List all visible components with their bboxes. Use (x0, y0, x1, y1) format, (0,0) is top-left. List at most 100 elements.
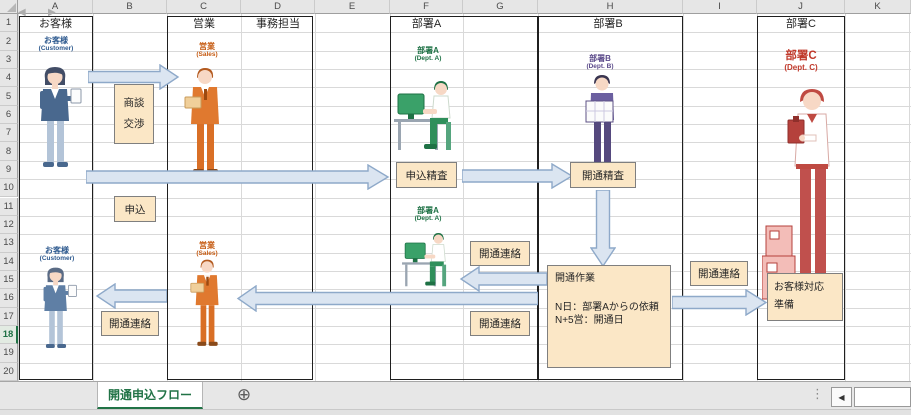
column-header-K[interactable]: K (845, 0, 911, 14)
customer-person-illustration-2[interactable] (30, 266, 82, 361)
dept-a-worker-illustration-2[interactable] (396, 226, 456, 299)
lane-label-dept-a: 部署A (411, 18, 442, 30)
caption-customer-1: お客様 (Customer) (38, 36, 74, 53)
row-header-13[interactable]: 13 (0, 234, 18, 253)
sheet-nav-right-icon[interactable]: ▶ (48, 7, 56, 18)
lane-dept-b[interactable] (538, 16, 683, 380)
row-header-15[interactable]: 15 (0, 270, 18, 290)
gridline (18, 325, 911, 327)
row-header-10[interactable]: 10 (0, 179, 18, 198)
arrow-dept-a-to-dept-b[interactable] (461, 162, 574, 194)
column-header-A[interactable]: A (18, 0, 93, 14)
column-header-I[interactable]: I (683, 0, 757, 14)
lane-label-dept-c: 部署C (786, 18, 816, 30)
gridline (18, 289, 911, 291)
caption-dept-a-2: 部署A (Dept. A) (414, 206, 442, 223)
dept-a-worker-illustration-1[interactable] (394, 72, 456, 165)
caption-dept-a-1: 部署A (Dept. A) (414, 46, 442, 63)
gridline (18, 344, 911, 346)
opening-notice-box-upper[interactable]: 開通連絡 (470, 241, 530, 266)
sales-person-illustration-2[interactable] (180, 258, 235, 359)
dept-c-worker-icon (761, 89, 832, 300)
negotiation-box[interactable]: 商談 交渉 (114, 84, 154, 144)
column-header-D[interactable]: D (241, 0, 315, 14)
row-header-20[interactable]: 20 (0, 362, 18, 381)
gridline (18, 124, 911, 126)
lane-dept-a[interactable] (390, 16, 538, 380)
add-sheet-icon[interactable]: ⊕ (236, 385, 252, 404)
customer-person-icon (40, 67, 82, 167)
arrow-customer-to-sales[interactable] (87, 63, 180, 95)
dept-a-worker-icon (402, 232, 447, 287)
opening-work-box[interactable]: 開通作業 N日：部署Aからの依頼 N+5営：開通日 (547, 265, 671, 368)
column-header-E[interactable]: E (315, 0, 390, 14)
gridline (18, 32, 911, 34)
arrow-work-to-dept-c[interactable] (671, 288, 768, 321)
gridline (18, 87, 911, 89)
hscroll-thumb[interactable] (854, 387, 911, 407)
caption-sales-2: 営業 (Sales) (196, 241, 218, 258)
lane-customer[interactable] (19, 16, 93, 380)
tab-scrollbar-divider-icon[interactable]: ⋮ (811, 386, 824, 401)
gridline (18, 252, 911, 254)
column-header-H[interactable]: H (538, 0, 683, 14)
row-header-14[interactable]: 14 (0, 252, 18, 271)
gridline (18, 234, 911, 236)
gridline (18, 50, 911, 52)
arrow-application-to-dept-a[interactable] (85, 163, 390, 195)
sheet-nav-left-icon[interactable]: ◀ (18, 7, 26, 18)
dept-b-worker-icon (585, 75, 615, 175)
row-header-18[interactable]: 18 (0, 325, 18, 345)
lane-label-dept-b: 部署B (593, 18, 623, 30)
hscroll-left-icon[interactable]: ◀ (831, 387, 852, 407)
row-header-4[interactable]: 4 (0, 69, 18, 88)
select-all-corner[interactable] (0, 0, 18, 14)
opening-notice-box-customer[interactable]: 開通連絡 (101, 311, 159, 336)
row-header-7[interactable]: 7 (0, 124, 18, 143)
dept-b-worker-illustration[interactable] (576, 74, 628, 191)
column-header-B[interactable]: B (93, 0, 167, 14)
customer-person-icon (43, 267, 77, 348)
dept-c-worker-illustration[interactable] (761, 86, 842, 321)
column-header-F[interactable]: F (390, 0, 463, 14)
row-header-5[interactable]: 5 (0, 87, 18, 106)
gridline (18, 215, 911, 217)
customer-person-illustration-1[interactable] (28, 60, 83, 187)
row-header-19[interactable]: 19 (0, 344, 18, 363)
caption-dept-c: 部署C (Dept. C) (784, 50, 818, 73)
gridline (18, 105, 911, 107)
gridline (18, 69, 911, 71)
row-header-3[interactable]: 3 (0, 50, 18, 70)
gridline (18, 160, 911, 162)
column-header-J[interactable]: J (757, 0, 845, 14)
lane-dept-c[interactable] (757, 16, 845, 380)
row-header-6[interactable]: 6 (0, 105, 18, 125)
sheet-tab-active[interactable]: 開通申込フロー (97, 382, 203, 409)
row-header-2[interactable]: 2 (0, 32, 18, 51)
arrow-sales-to-customer[interactable] (95, 282, 168, 314)
arrow-review-to-work-down[interactable] (589, 189, 617, 273)
application-review-box[interactable]: 申込精査 (396, 162, 457, 188)
row-header-16[interactable]: 16 (0, 289, 18, 308)
column-header-C[interactable]: C (167, 0, 241, 14)
arrow-work-to-sales[interactable] (236, 284, 539, 317)
customer-prep-box[interactable]: お客様対応 準備 (767, 273, 843, 321)
caption-sales-1: 営業 (Sales) (196, 42, 218, 59)
row-header-17[interactable]: 17 (0, 307, 18, 326)
status-bar (0, 409, 911, 415)
row-header-12[interactable]: 12 (0, 215, 18, 235)
opening-notice-box-dept-c[interactable]: 開通連絡 (690, 261, 748, 286)
opening-review-box[interactable]: 開通精査 (570, 162, 636, 188)
caption-customer-2: お客様 (Customer) (39, 246, 75, 263)
dept-a-worker-icon (394, 81, 451, 150)
arrow-work-to-dept-a[interactable] (459, 265, 548, 297)
lane-sales-clerical[interactable] (167, 16, 313, 380)
row-header-11[interactable]: 11 (0, 197, 18, 216)
row-header-9[interactable]: 9 (0, 160, 18, 180)
row-header-1[interactable]: 1 (0, 14, 18, 33)
row-header-8[interactable]: 8 (0, 142, 18, 161)
column-header-G[interactable]: G (463, 0, 538, 14)
application-box[interactable]: 申込 (114, 196, 156, 222)
opening-notice-box-lower[interactable]: 開通連絡 (470, 311, 530, 336)
